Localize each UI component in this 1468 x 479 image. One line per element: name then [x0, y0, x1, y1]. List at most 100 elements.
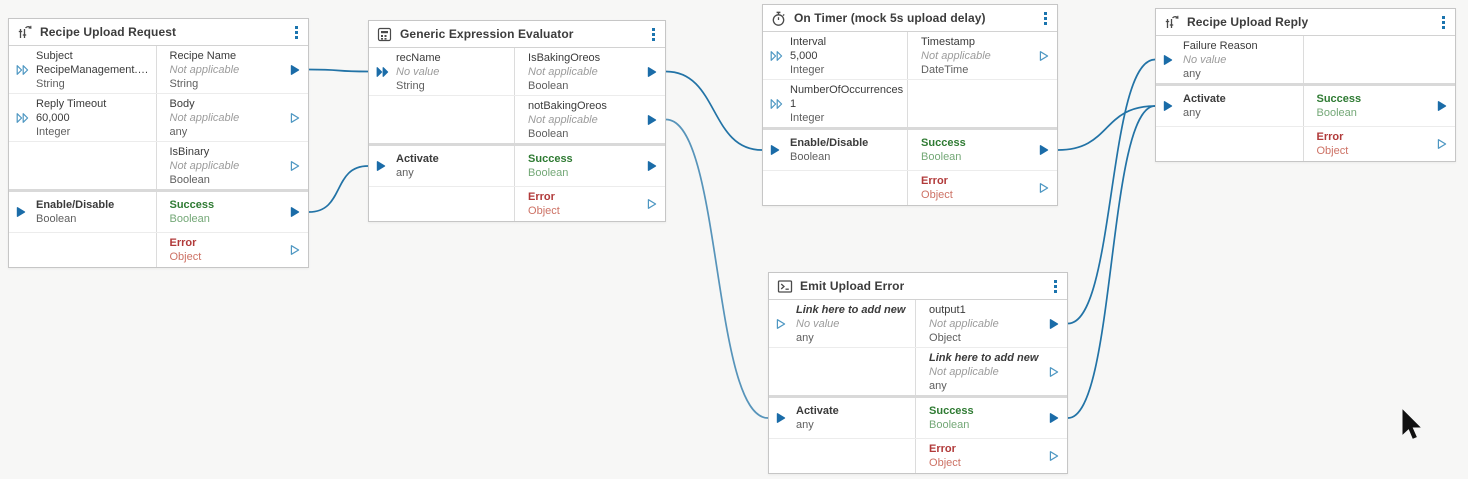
output-port-arrow[interactable]: [1049, 366, 1059, 377]
kebab-menu-icon[interactable]: [650, 25, 657, 44]
input-port-arrow[interactable]: [16, 64, 29, 75]
port-text: Link here to add new Not applicable any: [916, 351, 1067, 393]
connection-wire[interactable]: [665, 70, 763, 151]
port-text: Error Object: [908, 174, 1057, 202]
output-port-arrow[interactable]: [290, 245, 300, 256]
port-text: Timestamp Not applicable DateTime: [908, 35, 1057, 77]
node-generic-expression-evaluator[interactable]: Generic Expression Evaluator recName No …: [368, 20, 666, 222]
input-port-arrow[interactable]: [776, 413, 786, 424]
port-text: Activate any: [769, 404, 915, 432]
port-text: Error Object: [515, 190, 665, 218]
port-value: RecipeManagement.Uplo...: [36, 63, 156, 76]
port-name: Success: [528, 153, 573, 165]
kebab-menu-icon[interactable]: [293, 23, 300, 42]
control-ports-section: Activate any Success Boolean Error Objec…: [1156, 83, 1455, 161]
connection-wire[interactable]: [1067, 58, 1156, 325]
input-port-arrow[interactable]: [376, 161, 386, 172]
port-text: Error Object: [1304, 130, 1455, 158]
node-header[interactable]: Recipe Upload Reply: [1156, 9, 1455, 36]
port-type: Object: [921, 189, 953, 201]
port-row: NumberOfOccurrences 1 Integer: [763, 80, 1057, 127]
connection-wire[interactable]: [308, 68, 369, 73]
port-type: Integer: [790, 111, 825, 124]
connection-wire[interactable]: [1057, 105, 1156, 151]
control-ports-section: Enable/Disable Boolean Success Boolean E…: [763, 127, 1057, 205]
port-type: Boolean: [36, 213, 77, 225]
input-port-arrow[interactable]: [1163, 54, 1173, 65]
kebab-menu-icon[interactable]: [1042, 9, 1049, 28]
port-cell: Activate any: [1156, 86, 1303, 126]
output-port-arrow[interactable]: [1437, 101, 1447, 112]
node-emit-upload-error[interactable]: Emit Upload Error Link here to add new N…: [768, 272, 1068, 474]
port-row: Error Object: [763, 171, 1057, 205]
output-port-arrow[interactable]: [290, 112, 300, 123]
port-text: Success Boolean: [916, 404, 1067, 432]
output-port-arrow[interactable]: [1039, 145, 1049, 156]
kebab-menu-icon[interactable]: [1440, 13, 1447, 32]
port-text: IsBakingOreos Not applicable Boolean: [515, 51, 665, 93]
port-row: Error Object: [1156, 127, 1455, 161]
port-value: Not applicable: [921, 49, 991, 62]
node-header[interactable]: Recipe Upload Request: [9, 19, 308, 46]
port-name: Link here to add new: [929, 351, 1039, 364]
port-row: Activate any Success Boolean: [1156, 86, 1455, 127]
output-port-arrow[interactable]: [1049, 318, 1059, 329]
connection-wire[interactable]: [1067, 105, 1156, 419]
input-port-arrow[interactable]: [770, 145, 780, 156]
empty-cell: [907, 80, 1057, 127]
port-cell: Error Object: [155, 233, 308, 267]
output-port-arrow[interactable]: [1049, 413, 1059, 424]
input-port-arrow[interactable]: [770, 98, 783, 109]
port-cell: notBakingOreos Not applicable Boolean: [514, 96, 665, 143]
empty-cell: [369, 187, 514, 221]
output-port-arrow[interactable]: [1039, 50, 1049, 61]
node-recipe-upload-reply[interactable]: Recipe Upload Reply Failure Reason No va…: [1155, 8, 1456, 162]
output-port-arrow[interactable]: [1039, 183, 1049, 194]
port-name: Success: [1316, 93, 1362, 105]
terminal-icon: [777, 279, 793, 294]
input-port-arrow[interactable]: [376, 66, 389, 77]
empty-cell: [769, 439, 915, 473]
port-row: Subject RecipeManagement.Uplo... String …: [9, 46, 308, 94]
port-value: Not applicable: [929, 365, 999, 378]
port-cell: Body Not applicable any: [155, 94, 308, 141]
input-port-arrow[interactable]: [770, 50, 783, 61]
input-port-arrow[interactable]: [776, 318, 786, 329]
output-port-arrow[interactable]: [1049, 451, 1059, 462]
port-name: Reply Timeout: [36, 97, 107, 110]
input-port-arrow[interactable]: [16, 207, 26, 218]
port-type: Boolean: [929, 419, 970, 431]
node-header[interactable]: On Timer (mock 5s upload delay): [763, 5, 1057, 32]
port-name: Recipe Name: [169, 49, 237, 62]
port-text: notBakingOreos Not applicable Boolean: [515, 99, 665, 141]
node-recipe-upload-request[interactable]: Recipe Upload Request Subject RecipeMana…: [8, 18, 309, 268]
output-port-arrow[interactable]: [647, 66, 657, 77]
port-text: Success Boolean: [515, 152, 665, 180]
connection-wire[interactable]: [308, 165, 369, 213]
input-port-arrow[interactable]: [16, 112, 29, 123]
kebab-menu-icon[interactable]: [1052, 277, 1059, 296]
port-row: Error Object: [9, 233, 308, 267]
control-ports-section: Enable/Disable Boolean Success Boolean E…: [9, 189, 308, 267]
port-value: Not applicable: [528, 113, 598, 126]
output-port-arrow[interactable]: [1437, 139, 1447, 150]
input-port-arrow[interactable]: [1163, 101, 1173, 112]
port-name: NumberOfOccurrences: [790, 83, 904, 96]
output-port-arrow[interactable]: [647, 199, 657, 210]
node-header[interactable]: Emit Upload Error: [769, 273, 1067, 300]
port-cell: Success Boolean: [514, 146, 665, 186]
output-port-arrow[interactable]: [290, 64, 300, 75]
node-header[interactable]: Generic Expression Evaluator: [369, 21, 665, 48]
connection-wire[interactable]: [665, 118, 769, 419]
port-type: any: [1183, 107, 1201, 119]
port-value: 5,000: [790, 49, 818, 62]
output-port-arrow[interactable]: [290, 207, 300, 218]
output-port-arrow[interactable]: [647, 114, 657, 125]
port-type: Boolean: [921, 151, 962, 163]
node-on-timer-mock-5s-upload-delay[interactable]: On Timer (mock 5s upload delay) Interval…: [762, 4, 1058, 206]
port-type: Boolean: [528, 127, 569, 140]
output-port-arrow[interactable]: [290, 160, 300, 171]
output-port-arrow[interactable]: [647, 161, 657, 172]
